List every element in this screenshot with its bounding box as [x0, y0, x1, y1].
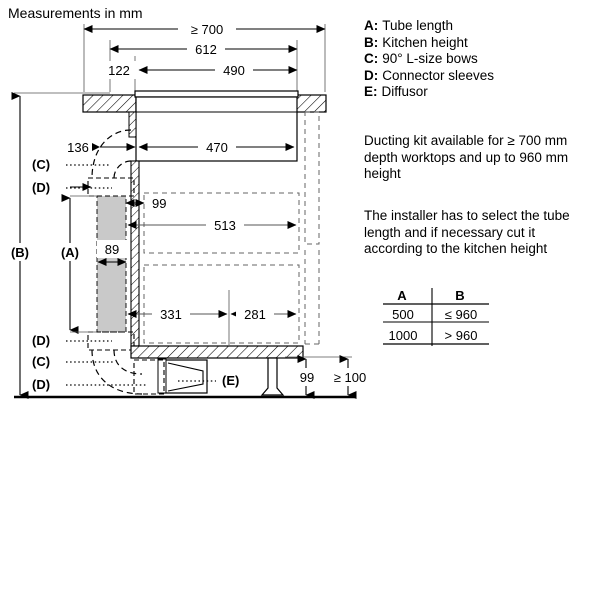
callout-D-lower1-group: (D)	[32, 333, 112, 348]
dim-label-612: 612	[195, 42, 217, 57]
dimension-B-height: (B)	[4, 92, 36, 399]
callout-C-upper-group: (C)	[32, 157, 110, 172]
dim-label-470: 470	[206, 140, 228, 155]
legend-text-A: Tube length	[382, 18, 454, 33]
dim-label-281: 281	[244, 307, 266, 322]
spec-table: A B 500 ≤ 960 1000 > 960	[383, 288, 489, 346]
callout-C-lower: (C)	[32, 354, 50, 369]
dimension-281: 281	[230, 305, 297, 323]
legend: A: Tube length B: Kitchen height C: 90° …	[364, 18, 594, 101]
callout-B: (B)	[11, 245, 29, 260]
table-header-B: B	[455, 288, 464, 303]
pedestal-leg	[260, 357, 285, 396]
interior-outline-right	[304, 111, 320, 345]
diffusor	[157, 358, 208, 394]
dim-label-331: 331	[160, 307, 182, 322]
callout-D-lower2-group: (D)	[32, 377, 148, 392]
dimension-99-lower: 99	[292, 355, 322, 399]
dimension-min-100: ≥ 100	[326, 355, 374, 399]
dimension-99-upper: 99	[125, 196, 166, 211]
dim-label-513: 513	[214, 218, 236, 233]
table-cell-r1c0: 1000	[389, 328, 418, 343]
dim-label-min-100: ≥ 100	[334, 370, 366, 385]
dimension-top-490: 490	[138, 61, 298, 79]
duct-wall	[130, 160, 140, 347]
dimension-513: 513	[127, 216, 297, 234]
legend-item-E: E: Diffusor	[364, 84, 594, 101]
callout-C-lower-group: (C)	[32, 354, 114, 369]
worktop-right	[295, 94, 327, 113]
legend-key-E: E:	[364, 84, 378, 99]
measurements-note: Measurements in mm	[8, 5, 143, 21]
body-left-flange	[128, 111, 137, 138]
callout-E: (E)	[222, 373, 239, 388]
legend-text-B: Kitchen height	[382, 34, 468, 50]
legend-key-C: C:	[364, 51, 379, 66]
callout-C-upper: (C)	[32, 157, 50, 172]
dim-label-700: ≥ 700	[191, 22, 223, 37]
table-cell-r0c1: ≤ 960	[445, 307, 477, 322]
installer-note: The installer has to select the tube len…	[364, 208, 570, 256]
callout-D-lower2: (D)	[32, 377, 50, 392]
legend-item-A: A: Tube length	[364, 18, 594, 35]
legend-key-A: A:	[364, 18, 379, 33]
table-cell-r1c1: > 960	[445, 328, 478, 343]
legend-item-B: B: Kitchen height	[364, 35, 594, 52]
dimension-top-700: ≥ 700	[83, 20, 326, 38]
dimension-89: 89	[97, 240, 127, 266]
legend-key-B: B:	[364, 34, 379, 50]
dim-label-490: 490	[223, 63, 245, 78]
dimension-top-612: 612	[109, 40, 298, 58]
dim-label-99-upper: 99	[152, 196, 166, 211]
dimension-136: 136	[57, 138, 136, 156]
callout-A: (A)	[61, 245, 79, 260]
dimension-331: 331	[127, 305, 228, 323]
callout-E-group: (E)	[178, 373, 239, 388]
legend-text-C: 90° L-size bows	[382, 51, 478, 66]
legend-text-D: Connector sleeves	[382, 67, 495, 83]
cooktop-glass	[134, 90, 299, 98]
dim-label-136: 136	[67, 140, 89, 155]
dim-label-89: 89	[105, 242, 119, 257]
callout-D-upper-group: (D)	[32, 180, 112, 195]
connector-sleeve-upper	[87, 177, 135, 197]
dimension-top-122: 122	[96, 61, 139, 79]
tube-section	[96, 195, 127, 333]
dimension-A-tube-length: (A)	[54, 194, 97, 334]
l-bow-upper	[91, 129, 132, 179]
dim-label-122: 122	[108, 63, 130, 78]
worktop-left	[82, 94, 137, 113]
legend-key-D: D:	[364, 67, 379, 83]
table-cell-r0c0: 500	[392, 307, 414, 322]
bottom-plate	[130, 345, 304, 359]
interior-outline-lower	[143, 264, 300, 344]
callout-D-upper: (D)	[32, 180, 50, 195]
legend-item-D: D: Connector sleeves	[364, 68, 594, 85]
callout-D-lower1: (D)	[32, 333, 50, 348]
dim-label-99-lower: 99	[300, 370, 314, 385]
dimension-470: 470	[138, 138, 295, 156]
legend-item-C: C: 90° L-size bows	[364, 51, 594, 68]
ducting-note: Ducting kit available for ≥ 700 mm depth…	[364, 133, 569, 181]
legend-text-E: Diffusor	[381, 84, 428, 99]
l-bow-lower	[91, 349, 143, 395]
table-header-A: A	[397, 288, 407, 303]
